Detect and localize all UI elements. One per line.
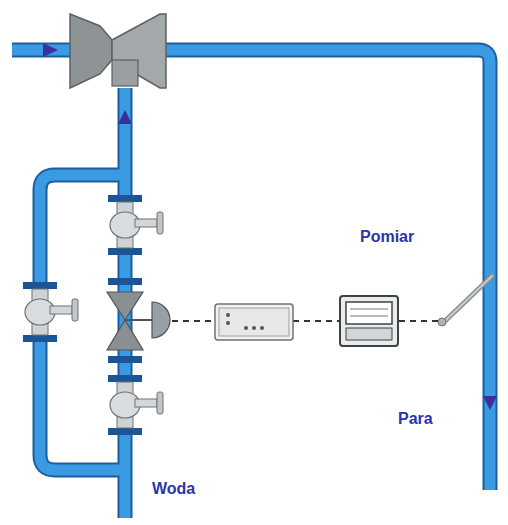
flow-arrow xyxy=(118,110,132,124)
controller-unit xyxy=(215,304,293,340)
display-unit xyxy=(340,296,398,346)
flow-arrow xyxy=(483,396,497,410)
flow-label: Pomiar xyxy=(360,228,414,246)
flow-label: Para xyxy=(398,410,433,428)
flow-arrow xyxy=(43,43,58,57)
pipes xyxy=(12,50,490,518)
flow-label: Woda xyxy=(152,480,195,498)
temperature-sensor xyxy=(438,276,492,326)
control-valve xyxy=(107,278,170,363)
signal-line xyxy=(172,320,440,322)
injector-body xyxy=(70,14,112,88)
